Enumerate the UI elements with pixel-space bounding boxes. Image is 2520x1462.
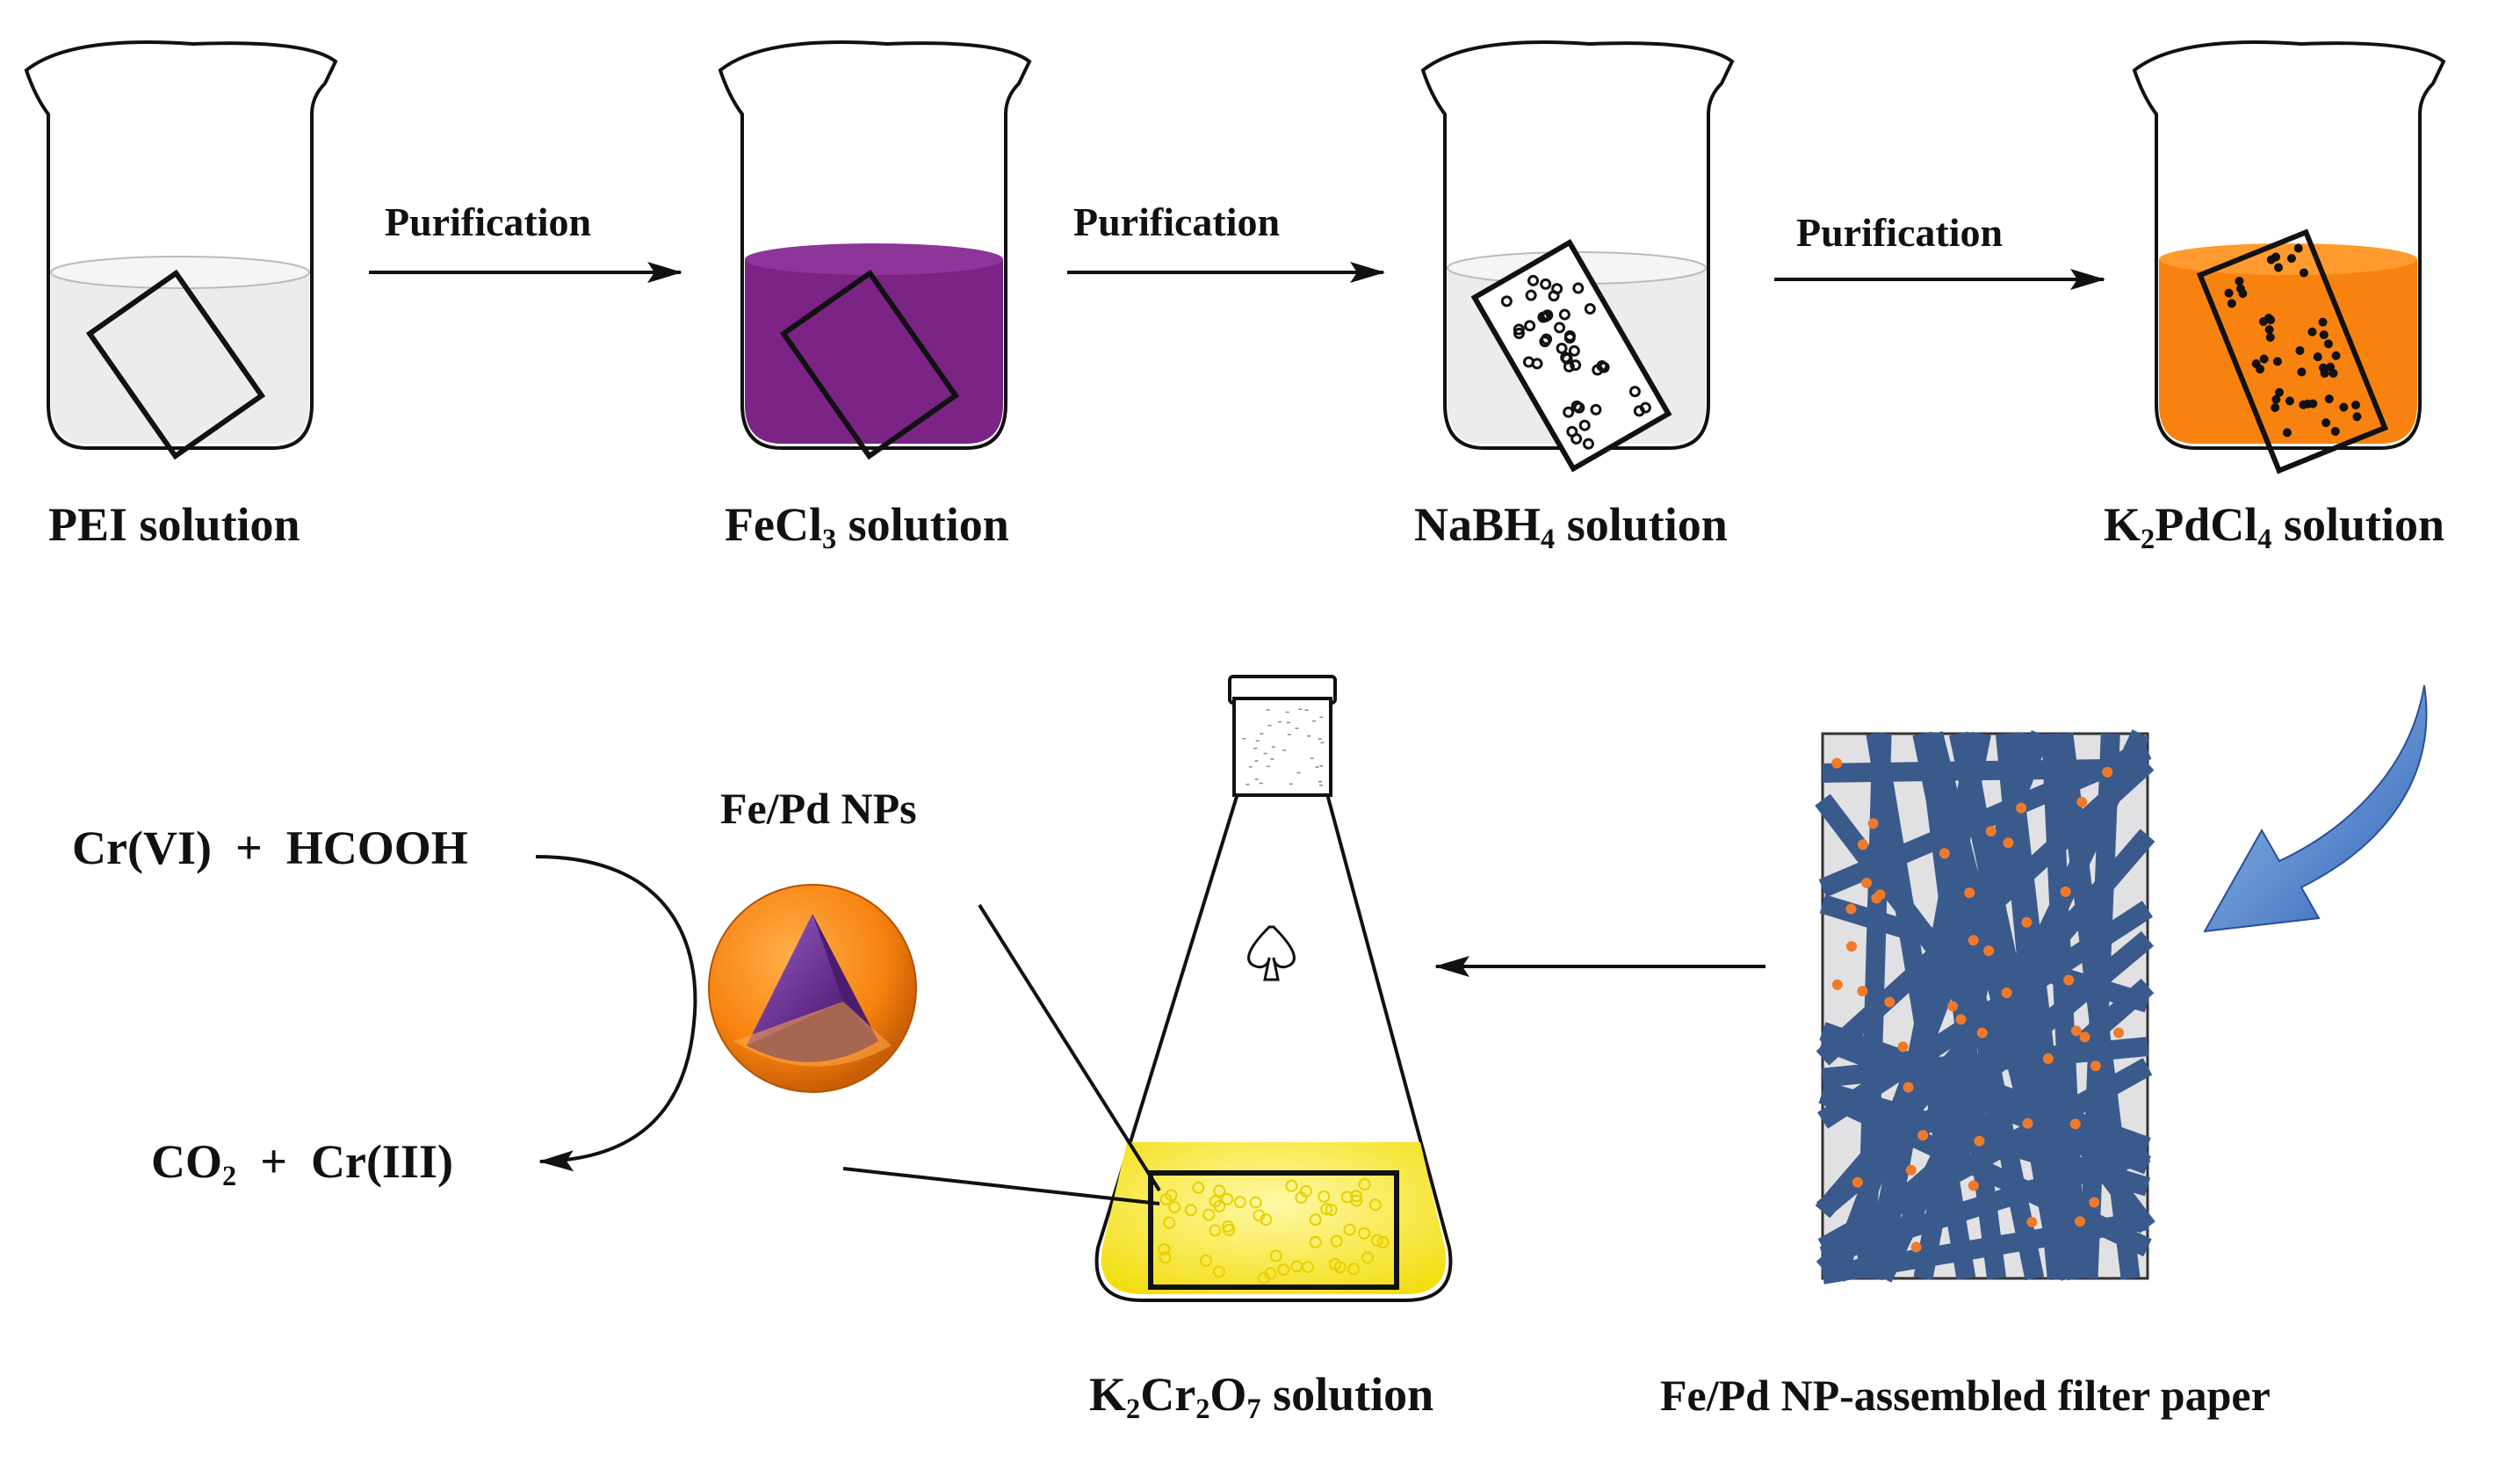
- nanoparticle-icon: [708, 884, 917, 1093]
- filter-paper-label: Fe/Pd NP-assembled filter paper: [1660, 1371, 2271, 1420]
- nanoparticle-label: Fe/Pd NPs: [720, 784, 917, 833]
- spade-icon: [1247, 925, 1296, 981]
- flask-label: K2Cr2O7 solution: [1089, 1368, 1434, 1426]
- beaker-4: [2132, 40, 2446, 474]
- reaction-arrow: [535, 855, 697, 1172]
- beaker-1: [24, 40, 338, 460]
- step-label-3: Purification: [1796, 210, 2004, 255]
- step-label-2: Purification: [1073, 199, 1281, 244]
- curved-arrow-icon: [2203, 684, 2428, 933]
- beaker-2: [718, 40, 1032, 460]
- filter-paper: [1815, 729, 2155, 1285]
- step-label-1: Purification: [385, 199, 592, 244]
- beaker-3: [1420, 40, 1735, 473]
- reactants-label: Cr(VI) + HCOOH: [72, 821, 468, 874]
- beaker-label-2: FeCl3 solution: [725, 498, 1009, 556]
- products-label: CO2 + Cr(III): [151, 1135, 453, 1193]
- beaker-label-4: K2PdCl4 solution: [2104, 498, 2445, 556]
- beaker-label-3: NaBH4 solution: [1414, 498, 1728, 556]
- beaker-label-1: PEI solution: [48, 498, 300, 551]
- erlenmeyer-flask: [1094, 675, 1453, 1302]
